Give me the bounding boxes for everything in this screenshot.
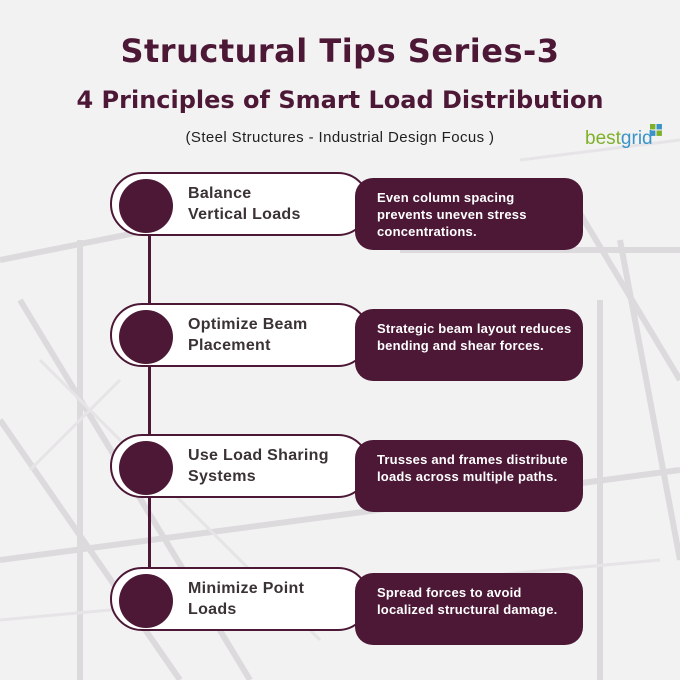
principle-title-line-1: Use Load Sharing xyxy=(188,447,329,464)
timeline-dot xyxy=(119,441,173,495)
principle-title-line-1: Optimize Beam xyxy=(188,316,308,333)
principle-description: Even column spacing prevents uneven stre… xyxy=(377,190,527,239)
principle-title-line-1: Minimize Point xyxy=(188,580,305,597)
timeline-dot xyxy=(119,574,173,628)
principle-title-line-2: Systems xyxy=(188,468,256,485)
principle-description: Spread forces to avoid localized structu… xyxy=(377,585,558,617)
principle-description: Trusses and frames distribute loads acro… xyxy=(377,452,568,484)
timeline-connector xyxy=(148,200,151,600)
logo-text-best: best xyxy=(585,128,621,149)
principle-description: Strategic beam layout reduces bending an… xyxy=(377,321,572,353)
logo-text-grid: grid xyxy=(620,128,653,149)
timeline-dot xyxy=(119,310,173,364)
principle-title-line-1: Balance xyxy=(188,185,252,202)
series-title: Structural Tips Series-3 xyxy=(120,32,560,70)
principle-description-box: Even column spacing prevents uneven stre… xyxy=(355,178,583,250)
principle-description-box: Spread forces to avoid localized structu… xyxy=(355,573,583,645)
focus-note: (Steel Structures - Industrial Design Fo… xyxy=(185,129,495,146)
principles-subtitle: 4 Principles of Smart Load Distribution xyxy=(76,86,604,114)
principle-description-box: Trusses and frames distribute loads acro… xyxy=(355,440,583,512)
logo-wordmark: bestgrid xyxy=(585,129,653,149)
principle-title-line-2: Placement xyxy=(188,337,271,354)
principle-description-box: Strategic beam layout reduces bending an… xyxy=(355,309,583,381)
principle-title-line-2: Vertical Loads xyxy=(188,206,301,223)
principle-title-line-2: Loads xyxy=(188,601,237,618)
logo-grid-icon xyxy=(650,124,662,136)
bestgrid-logo: bestgrid xyxy=(585,124,665,154)
timeline-dot xyxy=(119,179,173,233)
